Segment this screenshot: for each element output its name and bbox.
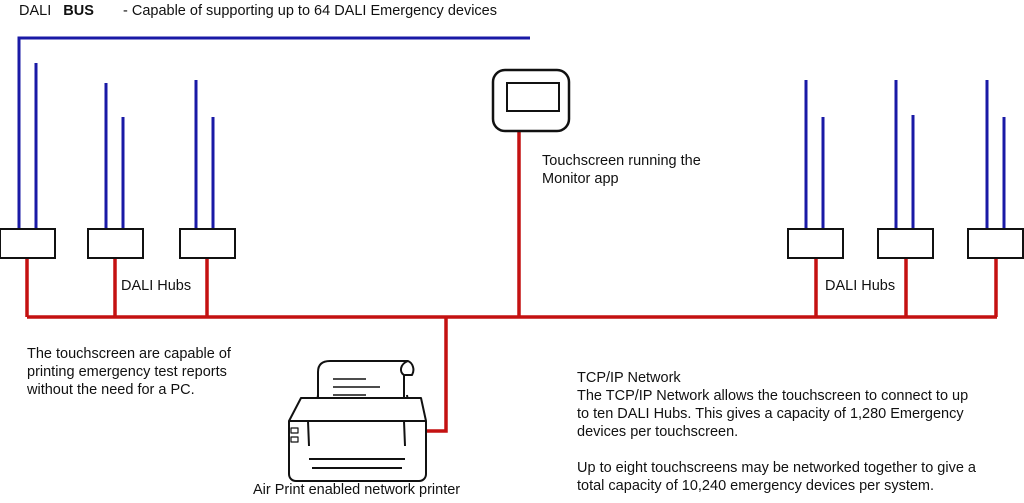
tcp-ip-network-lines [25,131,998,433]
dali-hubs [0,228,1024,259]
dali-hub-icon [87,228,144,259]
dali-hubs-left-label: DALI Hubs [121,278,192,294]
dali-hub-icon [967,228,1024,259]
dali-bus-title: DALI BUS [19,2,94,20]
printer-icon [288,360,427,482]
dali-hub-icon [877,228,934,259]
tcp-ip-note-line: total capacity of 10,240 emergency devic… [577,478,935,494]
tcp-ip-note-heading: TCP/IP Network [577,370,681,386]
tcp-ip-note-line: devices per touchscreen. [577,424,739,440]
tcp-ip-note-spacer [577,441,976,459]
dali-bus-label: DALI [19,3,52,19]
tcp-ip-note: TCP/IP Network The TCP/IP Network allows… [577,369,976,495]
network-drop-printer [421,317,448,433]
tcp-ip-note-line: to ten DALI Hubs. This gives a capacity … [577,406,964,422]
touchscreen-label: Touchscreen running the Monitor app [542,152,701,188]
tcp-ip-note-line: The TCP/IP Network allows the touchscree… [577,388,969,404]
dali-hub-icon [787,228,844,259]
dali-bus-main-line [17,36,530,229]
printer-label: Air Print enabled network printer [253,482,461,498]
dali-hub-icon [0,228,56,259]
printing-note-line: printing emergency test reports [27,364,227,380]
touchscreen-label-line: Monitor app [542,171,619,187]
dali-bus-note: - Capable of supporting up to 64 DALI Em… [123,3,497,19]
printing-note: The touchscreen are capable of printing … [27,345,231,399]
dali-hub-icon [179,228,236,259]
touchscreen-icon [491,68,571,133]
dali-bus-lines [17,36,1006,229]
dali-bus-label-bold: BUS [63,3,94,19]
printing-note-line: The touchscreen are capable of [27,346,231,362]
printing-note-line: without the need for a PC. [27,382,195,398]
dali-hubs-right-label: DALI Hubs [825,278,896,294]
tcp-ip-note-line: Up to eight touchscreens may be networke… [577,460,976,476]
touchscreen-label-line: Touchscreen running the [542,153,701,169]
